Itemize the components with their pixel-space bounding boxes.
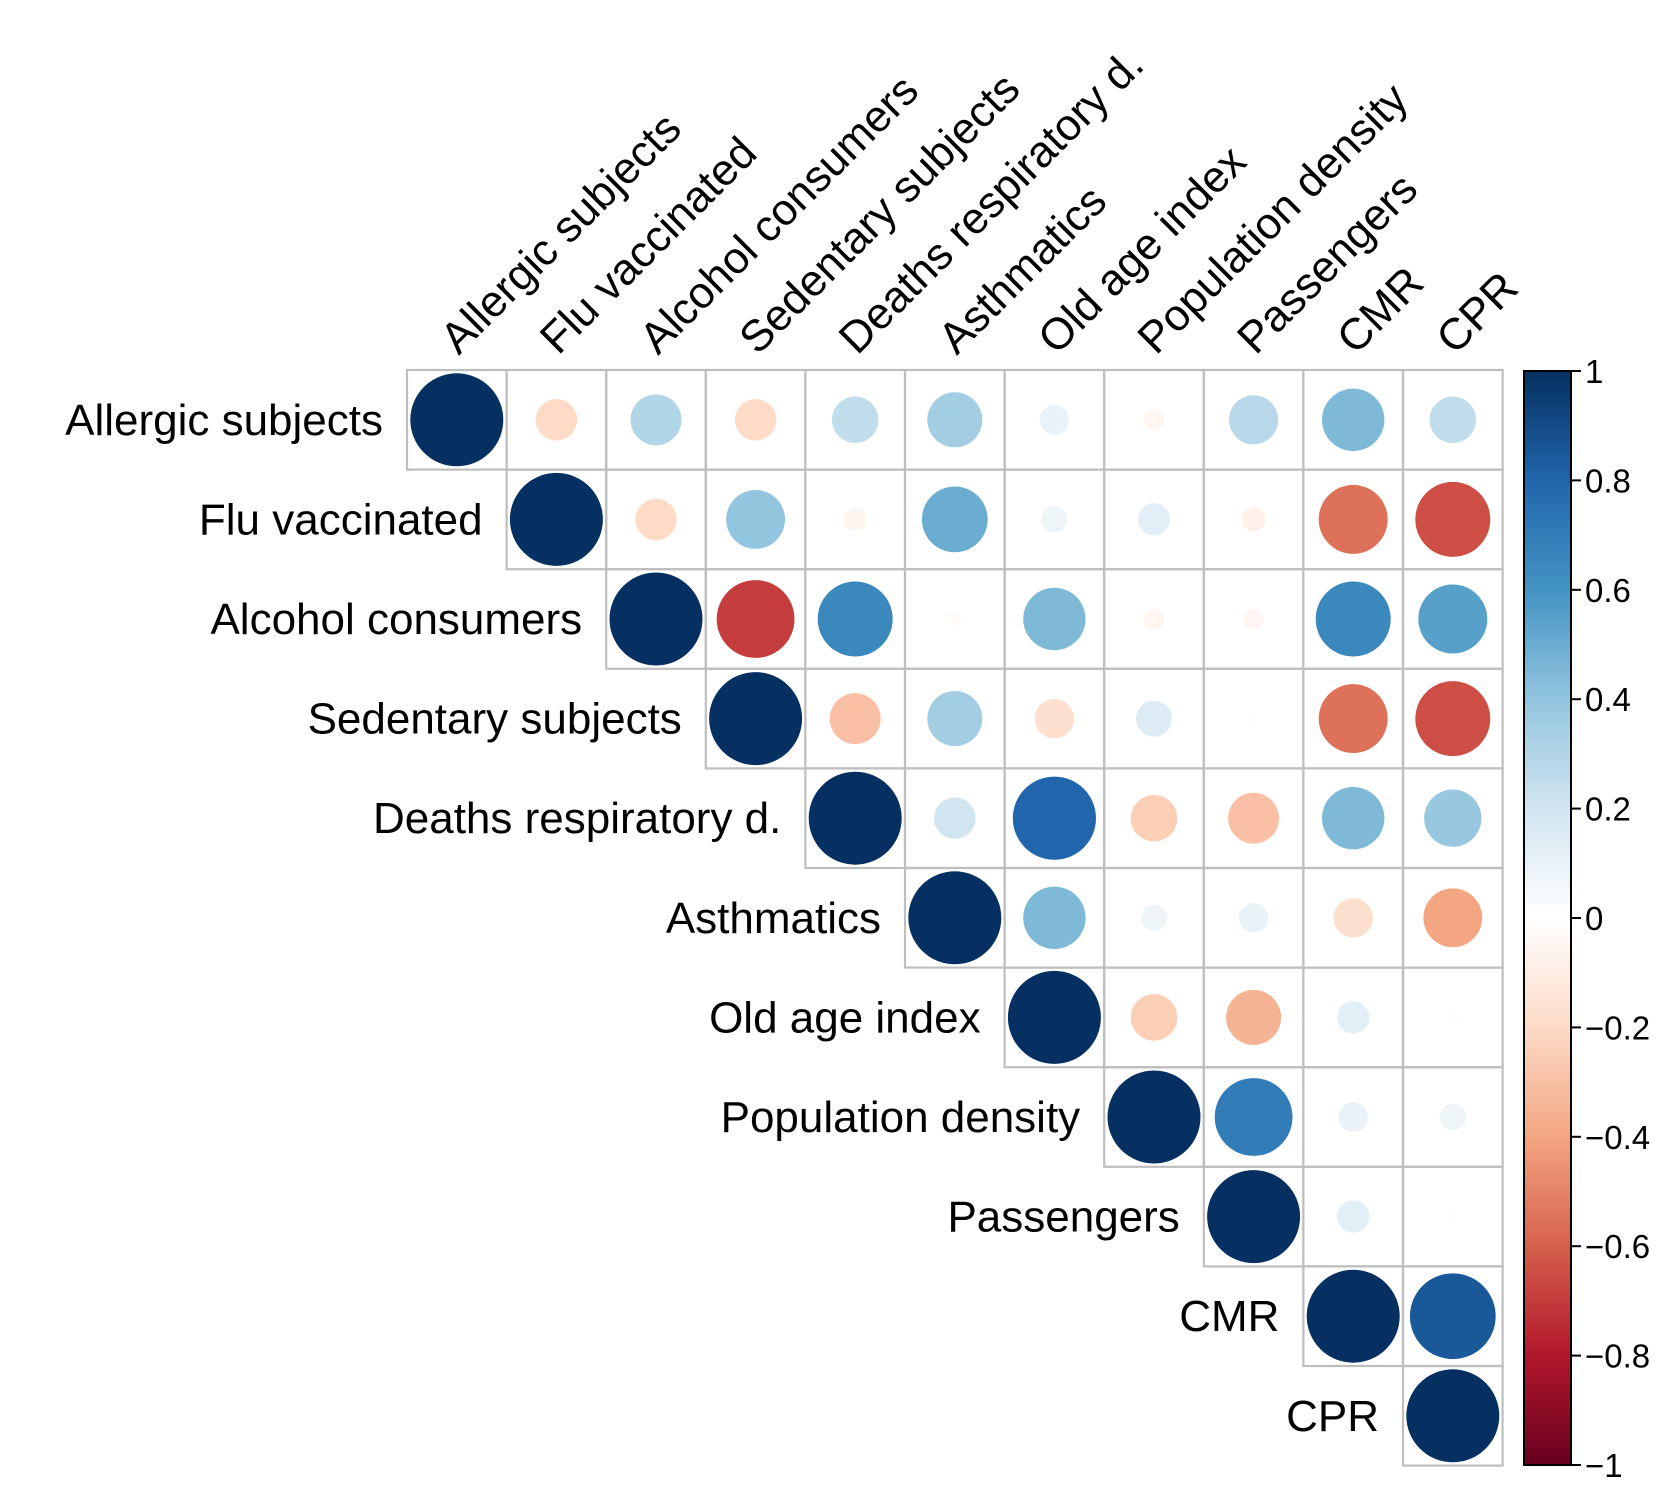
corr-circle	[1338, 1102, 1368, 1132]
corr-circle	[934, 797, 976, 839]
row-label: Population density	[721, 1093, 1081, 1142]
colorbar-tick-label: −1	[1585, 1447, 1623, 1484]
corr-circle	[1318, 684, 1388, 754]
corr-circle	[1306, 1269, 1400, 1363]
colorbar-tick-label: −0.2	[1585, 1009, 1650, 1046]
row-label: Old age index	[709, 993, 981, 1042]
colorbar-tick-label: −0.6	[1585, 1228, 1650, 1265]
corr-circle	[1429, 396, 1477, 444]
colorbar-tick-label: −0.8	[1585, 1338, 1650, 1375]
corr-circle	[1130, 994, 1178, 1041]
corr-circle	[921, 486, 988, 553]
colorbar-tick-label: 1	[1585, 353, 1603, 390]
colorbar-gradient	[1523, 370, 1572, 1466]
corr-circle	[817, 581, 893, 657]
corr-circle	[1039, 405, 1070, 435]
colorbar-tick-label: −0.4	[1585, 1119, 1650, 1156]
corr-circle	[1012, 776, 1096, 860]
corr-circle	[1041, 506, 1068, 533]
corr-circle	[630, 394, 682, 446]
corr-circle	[948, 612, 962, 626]
circle-layer	[410, 373, 1500, 1463]
corr-circle	[1007, 970, 1101, 1064]
grid-layer	[405, 368, 1504, 1467]
corr-circle	[829, 693, 881, 745]
corr-circle	[1322, 787, 1385, 850]
corr-circle	[1241, 507, 1266, 532]
corr-circle	[1248, 713, 1259, 724]
row-label: Deaths respiratory d.	[373, 794, 781, 843]
corr-circle	[1238, 903, 1269, 933]
corr-circle	[1143, 409, 1165, 431]
corr-circle	[1023, 587, 1086, 651]
corr-circle	[1333, 898, 1373, 938]
row-label: CMR	[1179, 1292, 1279, 1341]
corr-circle	[1228, 792, 1280, 844]
corr-circle	[908, 871, 1002, 965]
colorbar-tick-label: 0	[1585, 900, 1603, 937]
corr-circle	[1137, 503, 1171, 536]
corr-circle	[1337, 1001, 1370, 1034]
row-label: Passengers	[947, 1193, 1179, 1242]
colorbar: 1 0.8 0.6 0.4 0.2 0 −0.2 −0.4 −0.6 −0.8 −1	[1523, 353, 1650, 1484]
corr-circle	[1243, 608, 1264, 630]
corr-circle	[1107, 1070, 1201, 1164]
corr-circle	[1415, 681, 1491, 757]
colorbar-tick-label: 0.6	[1585, 572, 1631, 609]
row-label: Flu vaccinated	[199, 495, 483, 544]
corr-circle	[927, 691, 983, 747]
corr-circle	[1130, 794, 1178, 842]
row-label: CPR	[1286, 1392, 1379, 1441]
corr-circle	[635, 498, 677, 541]
corr-circle	[1226, 989, 1282, 1045]
corr-circle	[1415, 481, 1491, 557]
corr-circle	[1023, 886, 1086, 949]
corr-circle	[1423, 888, 1483, 948]
corr-circle	[1135, 700, 1173, 737]
row-label: Allergic subjects	[65, 396, 383, 445]
corr-circle	[509, 472, 603, 566]
row-label: Alcohol consumers	[210, 595, 582, 644]
corr-circle	[1448, 1211, 1458, 1222]
corr-circle	[1034, 698, 1075, 739]
corr-circle	[609, 572, 703, 666]
corr-circle	[709, 672, 803, 766]
corr-circle	[1318, 484, 1388, 554]
corr-circle	[1406, 1369, 1500, 1463]
corr-circle	[843, 508, 867, 531]
corr-circle	[1140, 904, 1168, 931]
corr-circle	[831, 396, 879, 444]
colorbar-tick-label: 0.2	[1585, 791, 1631, 828]
colorbar-tick-label: 0.4	[1585, 681, 1631, 718]
corr-circle	[1448, 1012, 1458, 1023]
corr-circle	[1315, 581, 1391, 657]
corr-circle	[716, 580, 795, 658]
corr-circle	[808, 771, 902, 865]
corr-circle	[535, 399, 578, 441]
corr-circle	[1322, 388, 1385, 451]
corr-circle	[1418, 584, 1488, 654]
corr-circle	[1207, 1170, 1301, 1264]
row-label: Asthmatics	[666, 894, 881, 943]
corr-circle	[927, 392, 983, 448]
corr-circle	[734, 399, 777, 441]
grid-cell	[1401, 1364, 1504, 1467]
corr-circle	[410, 373, 504, 467]
corr-circle	[1409, 1273, 1496, 1360]
column-label: CPR	[1427, 263, 1527, 363]
row-label: Sedentary subjects	[308, 695, 682, 744]
corr-circle	[1228, 395, 1279, 445]
corr-circle	[1143, 608, 1165, 630]
colorbar-tick-label: 0.8	[1585, 462, 1631, 499]
corr-circle	[1337, 1200, 1370, 1233]
corr-circle	[1439, 1103, 1466, 1131]
corr-circle	[1214, 1078, 1293, 1156]
corr-circle	[1424, 789, 1482, 847]
corr-circle	[726, 489, 786, 549]
